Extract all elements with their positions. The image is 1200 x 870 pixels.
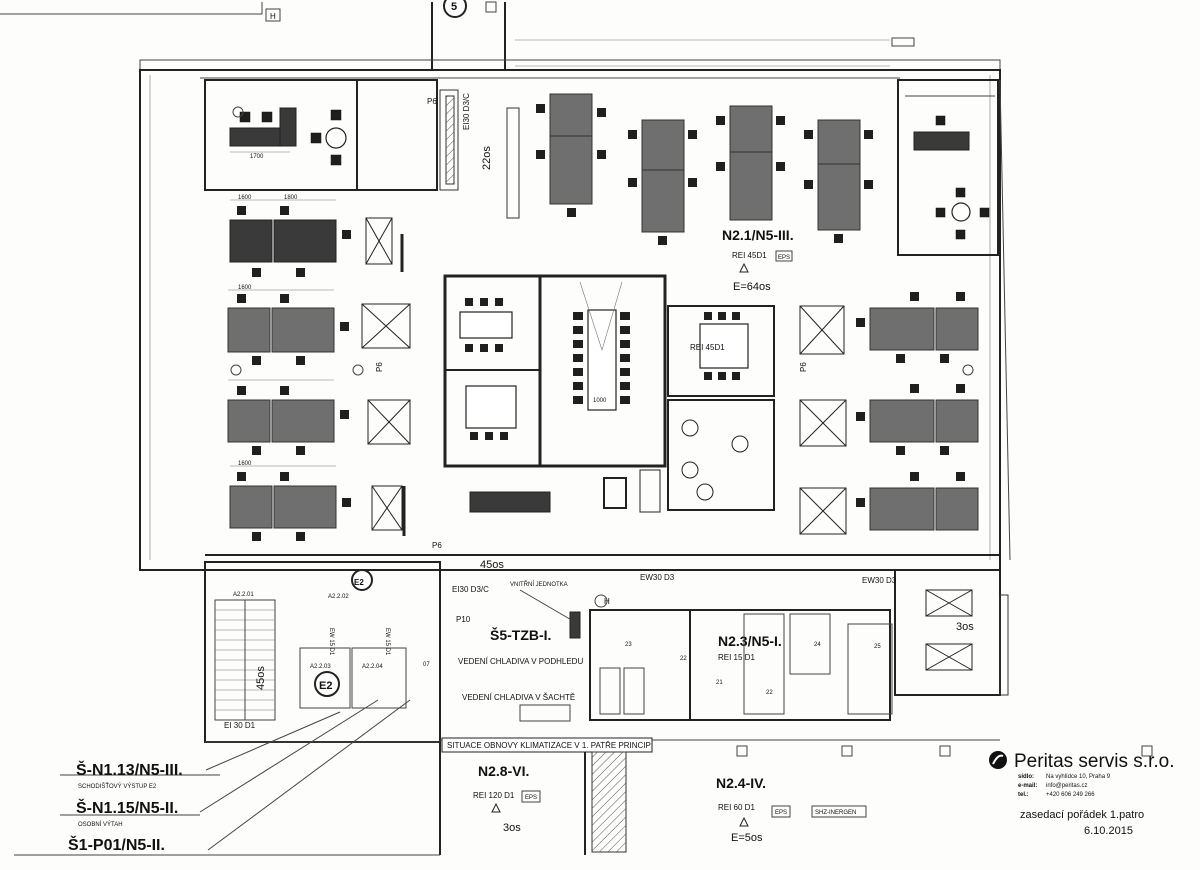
door-ew30-b: EW30 D3 [862,576,897,585]
hydrant-p6: P6 [427,97,437,106]
room-22-a: 22 [680,656,687,662]
zone-n24-label: N2.4-IV. [716,775,766,791]
zone-n23-rating: REI 15 D1 [718,653,755,662]
chiller-line-ceiling: VEDENÍ CHLADIVA V PODHLEDU [458,657,583,666]
zone-n24-shz: SHZ-INERGEN [815,810,856,816]
lift-e2-label: E2 [354,578,364,587]
corridor-occupancy: 22os [481,146,493,170]
grid-bubble-5 [443,0,467,18]
open-office-right: P6 [799,292,979,535]
chiller-line-shaft: VEDENÍ CHLADIVA V ŠACHTĚ [462,693,575,702]
leader-labels: Š-N1.13/N5-III. SCHODIŠŤOVÝ VÝSTUP E2 Š-… [60,699,411,854]
plan-date: 6.10.2015 [1084,825,1133,837]
title-block: Peritas servis s.r.o. sídlo: Na vyhlídce… [989,751,1175,837]
room-21: 21 [716,680,723,686]
company-address-label: sídlo: [1018,774,1034,780]
company-email-label: e-mail: [1018,783,1037,789]
legend-sublabel-1: SCHODIŠŤOVÝ VÝSTUP E2 [78,782,157,790]
corridor-occupancy-45: 45os [480,559,504,571]
office-top-left: 1700 EI30 D3/C 22os P6 [204,79,520,219]
table-length-1000: 1000 [593,398,607,404]
company-logo-icon [989,751,1007,769]
dim-1600-a: 1600 [238,195,252,201]
stair-occupancy: 45os [255,666,267,690]
grid-marker-h: H [270,12,276,21]
door-ei30-d3c: EI30 D3/C [452,585,489,594]
zone-n21-eps: EPS [778,255,790,261]
room-code-a2204: A2.2.04 [362,664,383,670]
legend-label-3: Š1-P01/N5-II. [68,835,165,854]
stair-e2-badge [314,671,340,697]
dim-1600-b: 1600 [238,285,252,291]
scheme-title-text: SITUACE OBNOVY KLIMATIZACE V 1. PATŘE PR… [447,741,651,750]
service-zone: 45os EI30 D3/C VNITŘNÍ JEDNOTKA P10 Š5-T… [452,559,897,722]
toilets: N2.3/N5-I. REI 15 D1 23 22 21 22 24 25 0… [423,613,893,715]
building-envelope [139,59,1011,571]
company-email: info@peritas.cz [1046,783,1087,789]
zone-s5-label: Š5-TZB-I. [490,626,551,643]
office-top-right [897,79,999,256]
lift-e2-badge [351,569,373,591]
dim-1800-a: 1800 [284,195,298,201]
corridor-rating: EI30 D3/C [462,93,471,130]
company-phone-label: tel.: [1018,792,1029,798]
company-name: Peritas servis s.r.o. [1014,751,1175,772]
meeting-core: 1000 REI 45D1 [443,274,775,513]
legend-label-2: Š-N1.15/N5-II. [76,798,178,817]
zone-n21-rating: REI 45D1 [732,251,767,260]
door-ew15-a: EW 15 D1 [328,628,334,656]
room-25: 25 [874,644,881,650]
bottom-rooms: N2.8-VI. REI 120 D1 EPS 3os N2.4-IV. REI… [14,742,1153,856]
occupancy-right: 3os [956,621,974,633]
indoor-unit-label: VNITŘNÍ JEDNOTKA [510,580,568,588]
open-office-left: 1600 1800 1600 1600 P6 [227,195,411,541]
room-07: 07 [423,662,430,668]
room-code-a2203: A2.2.03 [310,664,331,670]
hydrant-p6-d: P6 [432,541,442,550]
central-room-rating: REI 45D1 [690,343,725,352]
zone-n28-occupancy: 3os [503,822,521,834]
occupancy-main: E=64os [733,281,771,293]
zone-n24-rating: REI 60 D1 [718,803,755,812]
open-office-top: N2.1/N5-III. REI 45D1 EPS E=64os [536,93,873,293]
room-code-a2202: A2.2.02 [328,594,349,600]
zone-n21-label: N2.1/N5-III. [722,227,794,243]
top-remnants: H 5 [0,0,915,70]
room-24: 24 [814,642,821,648]
dim-1600-c: 1600 [238,461,252,467]
grid-bubble-5-label: 5 [451,1,457,13]
room-code-a2201: A2.2.01 [233,592,254,598]
office-lower-right: 3os P6 [432,541,974,671]
zone-n24-eps: EPS [775,810,787,816]
hydrant-p6-c: P6 [799,362,808,372]
company-phone: +420 606 249 266 [1046,792,1095,798]
dim-1700: 1700 [250,154,264,160]
legend-label-1: Š-N1.13/N5-III. [76,760,183,779]
legend-sublabel-2: OSOBNÍ VÝTAH [78,821,123,828]
seating-plan-title: zasedací pořádek 1.patro [1020,809,1144,821]
room-23: 23 [625,642,632,648]
zone-n28-eps: EPS [525,795,537,801]
zone-n24-occupancy: E=5os [731,832,763,844]
scheme-title: SITUACE OBNOVY KLIMATIZACE V 1. PATŘE PR… [441,737,653,753]
hydrant-p10: P10 [456,615,471,624]
room-22-b: 22 [766,690,773,696]
stair-e2: 45os EI 30 D1 E2 E2 EW 15 D1 EW 15 D1 A2… [214,569,407,730]
stair-e2-label: E2 [319,680,332,692]
door-ew15-b: EW 15 D1 [384,628,390,656]
zone-n23-label: N2.3/N5-I. [718,633,782,649]
stair-door-rating: EI 30 D1 [224,721,256,730]
zone-n28-label: N2.8-VI. [478,763,529,779]
door-ew30-a: EW30 D3 [640,573,675,582]
lower-level-walls [204,554,1009,743]
hydrant-p6-b: P6 [375,362,384,372]
company-address: Na vyhlídce 10, Praha 9 [1046,774,1111,780]
zone-n28-rating: REI 120 D1 [473,791,515,800]
